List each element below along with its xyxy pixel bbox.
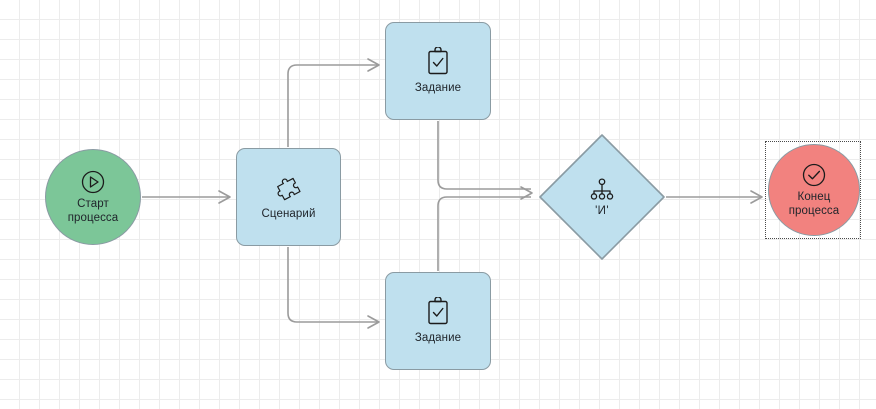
node-end-event-label: Конец процесса xyxy=(788,191,840,217)
gateway-diamond-shape xyxy=(539,134,665,260)
node-script-task-label: Сценарий xyxy=(261,207,316,220)
edge-script-to-task-bottom xyxy=(287,247,378,323)
node-script-task[interactable]: Сценарий xyxy=(236,148,341,246)
edge-task-top-to-gateway xyxy=(437,121,531,190)
clipboard-check-icon xyxy=(425,296,451,327)
edge-task-bottom-to-gateway xyxy=(437,196,531,271)
arrowhead-script-to-task-top xyxy=(367,58,380,72)
node-user-task-top-label: Задание xyxy=(414,81,462,94)
node-parallel-gateway[interactable]: 'И' xyxy=(538,133,666,261)
arrowhead-script-to-task-bottom xyxy=(367,315,380,329)
node-end-event[interactable]: Конец процесса xyxy=(768,144,860,236)
gateway-content: 'И' xyxy=(587,177,617,217)
node-start-event-label: Старт процесса xyxy=(67,198,119,224)
clipboard-check-icon xyxy=(425,46,451,77)
node-parallel-gateway-label: 'И' xyxy=(595,205,609,217)
node-start-event[interactable]: Старт процесса xyxy=(45,149,141,245)
arrowhead-tasks-to-gateway xyxy=(520,186,533,200)
node-user-task-bottom-label: Задание xyxy=(414,331,462,344)
fork-parallel-icon xyxy=(587,177,617,203)
arrowhead-start-to-script xyxy=(218,190,231,204)
check-circle-icon xyxy=(801,162,827,188)
edge-script-to-task-top xyxy=(287,64,378,147)
play-circle-icon xyxy=(80,169,106,195)
puzzle-piece-icon xyxy=(274,173,304,203)
arrowhead-gateway-to-end xyxy=(750,190,763,204)
selection-marquee[interactable] xyxy=(765,141,861,239)
node-user-task-top[interactable]: Задание xyxy=(385,22,491,120)
node-user-task-bottom[interactable]: Задание xyxy=(385,272,491,370)
